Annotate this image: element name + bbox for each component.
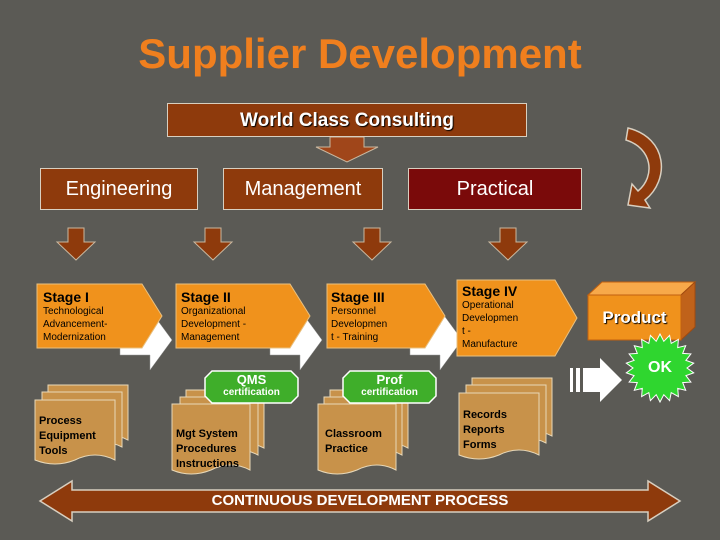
doc-line: Process (39, 415, 82, 427)
doc-line: Equipment (39, 430, 96, 442)
stage-4-line: t - (462, 326, 471, 337)
consulting-down-arrow (315, 136, 379, 163)
doc-stack-1 (34, 384, 129, 465)
down-arrow-3 (351, 227, 393, 261)
doc-1-text: Process Equipment Tools (39, 414, 117, 459)
stage-3-text: Stage III Personnel Developmen t - Train… (331, 289, 423, 344)
stage-1-text: Stage I Technological Advancement- Moder… (43, 289, 143, 344)
doc-line: Instructions (176, 458, 239, 470)
department-practical: Practical (408, 168, 582, 210)
stage-3-line: t - Training (331, 332, 379, 343)
stage-4-heading: Stage IV (462, 283, 518, 299)
doc-line: Forms (463, 439, 497, 451)
doc-line: Records (463, 409, 508, 421)
continuous-double-arrow (38, 479, 682, 523)
doc-4-text: Records Reports Forms (463, 408, 539, 453)
ok-starburst-shape (625, 332, 695, 404)
stage-1-line: Technological (43, 306, 104, 317)
doc-3-text: Classroom Practice (325, 427, 397, 457)
down-arrow-4 (487, 227, 529, 261)
product-box (586, 280, 697, 342)
department-engineering: Engineering (40, 168, 198, 210)
continuous-development-label: CONTINUOUS DEVELOPMENT PROCESS (211, 492, 509, 509)
qms-badge-subtitle: certification (223, 387, 280, 398)
consulting-box: World Class Consulting (167, 103, 527, 137)
stage-2-heading: Stage II (181, 289, 231, 305)
stage-1-heading: Stage I (43, 289, 89, 305)
down-arrow-1 (55, 227, 97, 261)
qms-badge-title: QMS (236, 372, 267, 387)
stage-2-arrow (175, 283, 311, 349)
doc-stack-2 (171, 389, 265, 475)
stage-2-text: Stage II Organizational Development - Ma… (181, 289, 286, 344)
doc-line: Procedures (176, 443, 237, 455)
stage-3-line: Personnel (331, 306, 377, 317)
stage-2-line: Development - (181, 319, 247, 330)
ok-label: OK (648, 359, 672, 376)
prof-badge-title: Prof (376, 372, 403, 387)
curved-return-arrow (625, 127, 663, 209)
doc-stack-4 (458, 377, 553, 460)
qms-badge-shape (204, 370, 299, 404)
doc-line: Tools (39, 445, 68, 457)
stage-3-heading: Stage III (331, 289, 385, 305)
stage-1-line: Modernization (43, 332, 106, 343)
stage-4-line: Operational (462, 300, 514, 311)
doc-line: Reports (463, 424, 505, 436)
page-title: Supplier Development (138, 30, 582, 77)
doc-stack-3 (317, 389, 409, 475)
stage-4-text: Stage IV Operational Developmen t - Manu… (462, 283, 554, 351)
ok-starburst (625, 332, 695, 404)
stage-3-line: Developmen (331, 319, 388, 330)
prof-badge-shape (342, 370, 437, 404)
prof-badge-subtitle: certification (361, 387, 418, 398)
stage-3-arrow (326, 283, 446, 349)
stage-1-arrow (36, 283, 163, 349)
stage-4-line: Manufacture (462, 339, 518, 350)
stage-4-line: Developmen (462, 313, 519, 324)
department-management: Management (223, 168, 383, 210)
doc-line: Practice (325, 443, 368, 455)
doc-line: Mgt System (176, 428, 238, 440)
doc-2-text: Mgt System Procedures Instructions (176, 427, 254, 472)
stage-2-line: Management (181, 332, 240, 343)
stage-4-arrow (456, 279, 578, 357)
doc-line: Classroom (325, 428, 382, 440)
product-label: Product (602, 308, 667, 327)
prof-badge: Prof certification (343, 372, 436, 399)
stage-1-line: Advancement- (43, 319, 108, 330)
down-arrow-2 (192, 227, 234, 261)
stage-2-line: Organizational (181, 306, 246, 317)
qms-badge: QMS certification (205, 372, 298, 399)
white-striped-arrow (570, 358, 622, 402)
